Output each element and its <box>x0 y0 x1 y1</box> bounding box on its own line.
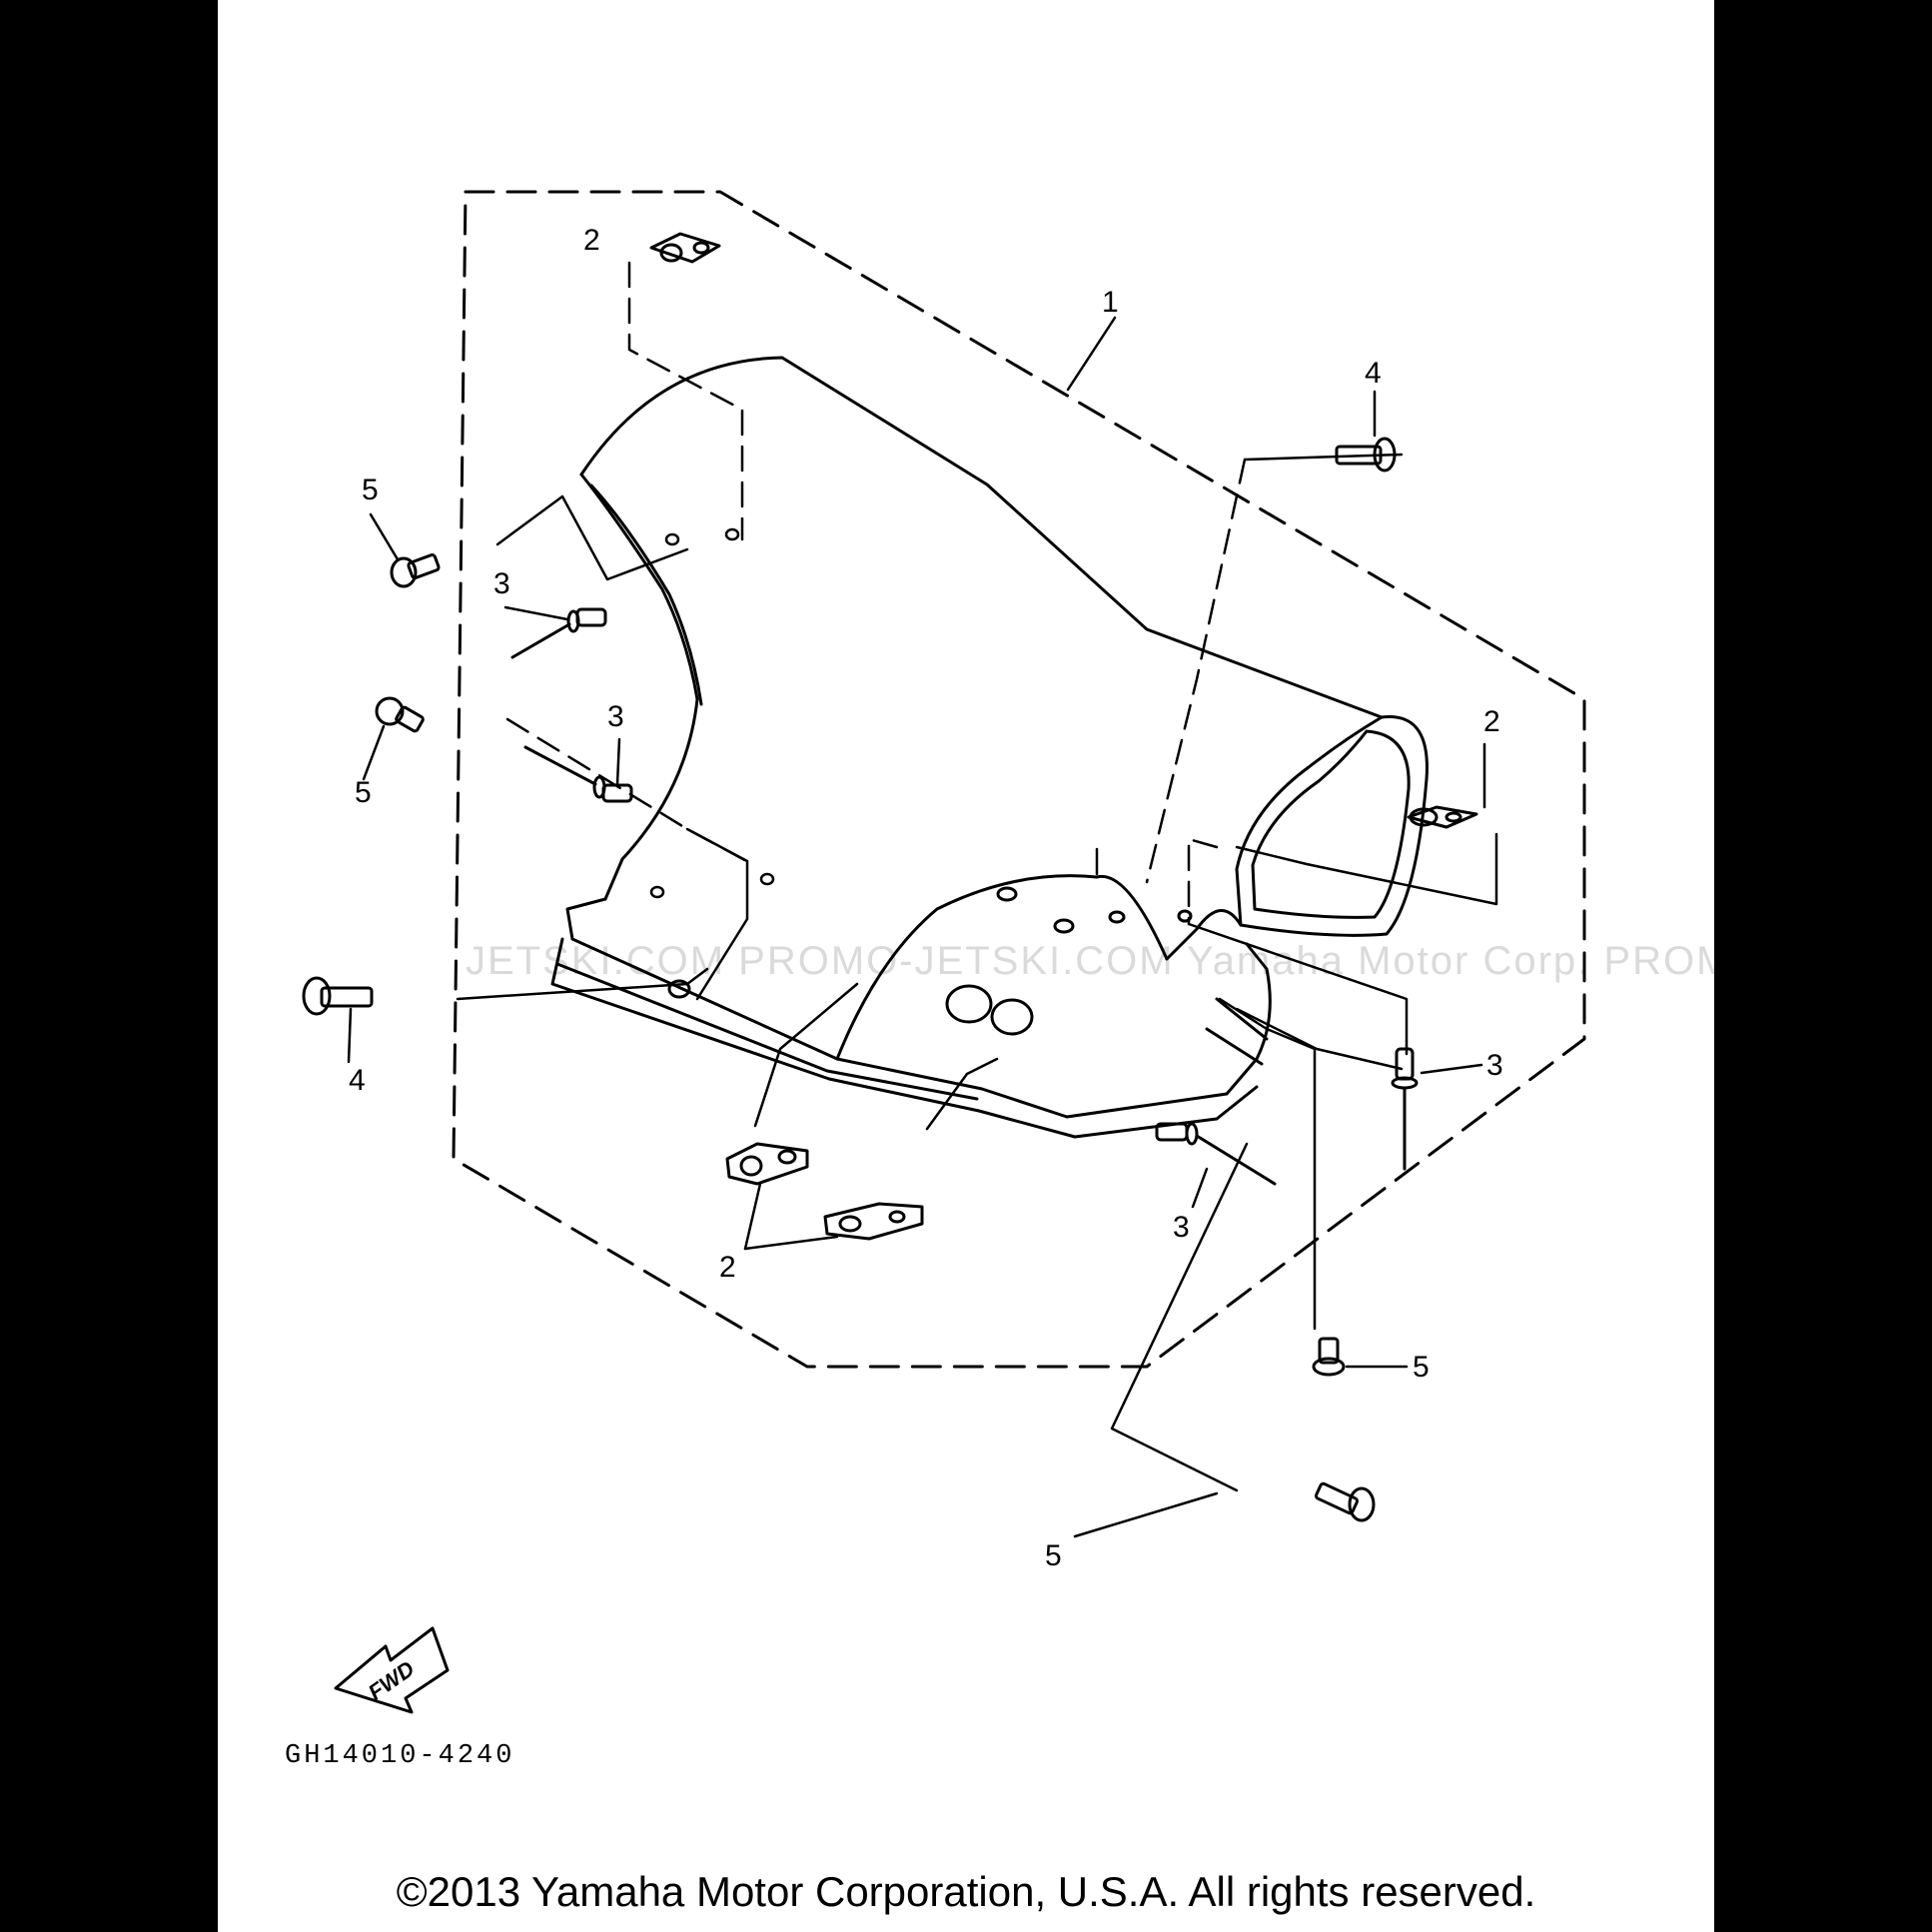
bolt-left <box>302 976 374 1016</box>
exploded-view-drawing: FWD 1 2 2 2 3 3 3 3 4 4 5 5 5 5 <box>302 190 1586 1714</box>
grommet-bracket-top <box>649 232 721 264</box>
front-hood-part <box>550 356 1429 1139</box>
drawing-code: GH14010-4240 <box>285 1741 515 1771</box>
screw-upper-left <box>390 553 441 588</box>
bolt-upper-right <box>1335 437 1397 473</box>
callout-3-lower: 3 <box>1173 1211 1190 1244</box>
callout-4-left: 4 <box>349 1064 366 1097</box>
grommet-bracket-lower-left <box>725 1142 809 1186</box>
copyright-notice: ©2013 Yamaha Motor Corporation, U.S.A. A… <box>396 1868 1536 1915</box>
rivet-lower-right <box>1155 1122 1277 1186</box>
screw-lower-right <box>1312 1337 1346 1377</box>
callout-5-upper-left: 5 <box>362 474 379 506</box>
callout-2-right: 2 <box>1483 705 1500 738</box>
forward-direction-arrow: FWD <box>334 1626 450 1714</box>
grommet-bracket-lower-middle <box>823 1202 924 1241</box>
callout-3-upper-left: 3 <box>493 567 510 600</box>
assembly-boundary <box>452 190 1586 1369</box>
screw-bottom <box>1314 1481 1376 1522</box>
diagram-sheet: JETSKI.COM PROMO-JETSKI.COM Yamaha Motor… <box>218 0 1714 1932</box>
callout-3-middle-left: 3 <box>607 700 624 733</box>
rivet-right <box>1391 1047 1419 1171</box>
callout-4-upper-right: 4 <box>1365 357 1382 390</box>
screw-middle-left <box>375 696 425 733</box>
callout-3-right: 3 <box>1486 1049 1503 1082</box>
callout-2-bottom: 2 <box>719 1251 736 1284</box>
grommet-bracket-right <box>1407 805 1478 829</box>
rivet-upper-left <box>510 607 607 659</box>
callout-5-middle-left: 5 <box>355 776 372 809</box>
callout-5-bottom: 5 <box>1045 1539 1062 1572</box>
callout-1: 1 <box>1102 286 1119 319</box>
callout-2-top: 2 <box>583 224 600 257</box>
fwd-label: FWD <box>364 1656 419 1705</box>
callout-5-lower-right: 5 <box>1413 1351 1430 1384</box>
rivet-middle-left <box>523 745 633 803</box>
